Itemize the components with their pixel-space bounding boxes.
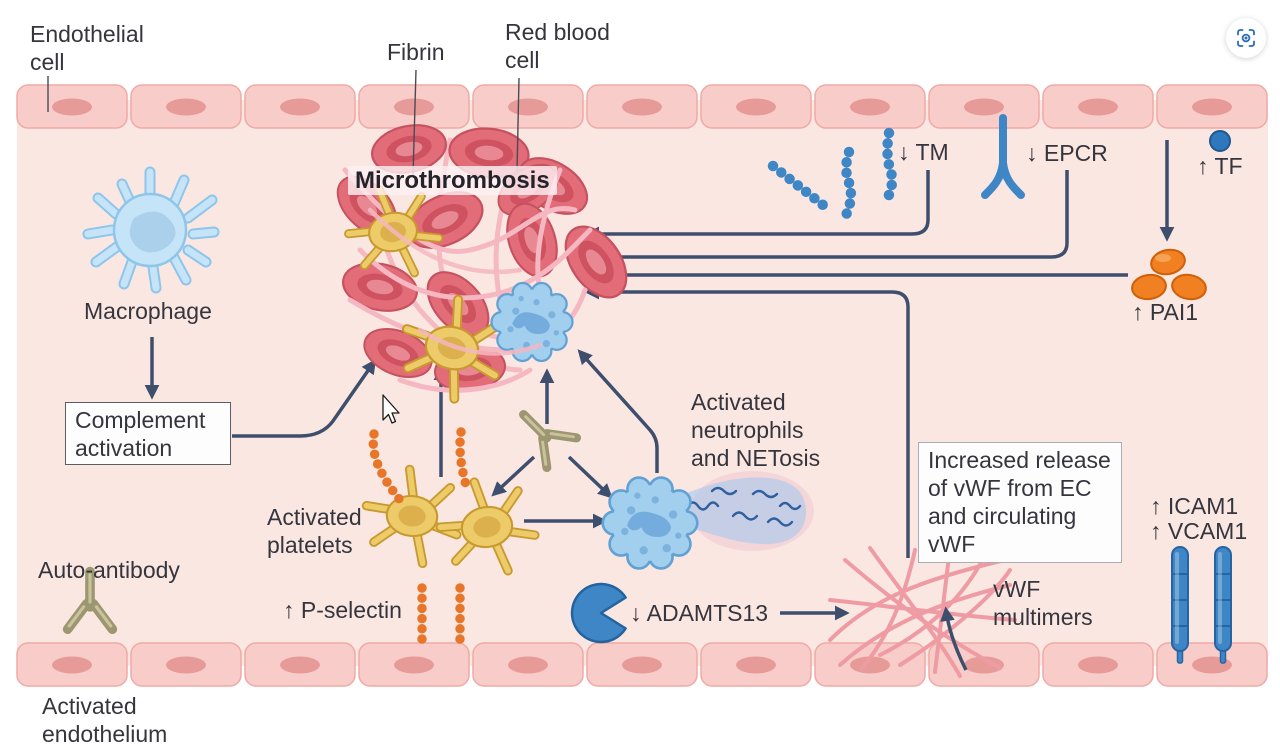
activated-platelets-illustration [362,427,539,579]
label-epcr: ↓ EPCR [1026,140,1108,166]
label-fibrin: Fibrin [387,39,445,65]
label-endothelial-cell: Endothelial cell [30,21,144,75]
epcr-receptor-icon [981,114,1025,199]
label-macrophage: Macrophage [84,298,212,324]
label-vwf-multimers: vWF multimers [993,576,1093,630]
label-icam1: ↑ ICAM1 [1150,493,1239,519]
adamts13-icon [570,582,627,644]
label-tf: ↑ TF [1197,153,1243,179]
label-pai1: ↑ PAI1 [1132,299,1199,325]
pai1-icon [1131,248,1207,301]
label-microthrombosis: Microthrombosis [348,166,557,195]
label-auto-antibody: Auto-antibody [38,557,180,583]
tissue-factor-icon [1209,130,1231,152]
pathway-arrows [144,140,1175,671]
p-selectin-icon [417,583,465,646]
zoom-screenshot-button[interactable] [1226,18,1266,58]
vwf-multimers-illustration [828,546,1017,678]
label-vcam1: ↑ VCAM1 [1150,518,1248,544]
label-activated-neutrophils: Activated neutrophils and NETosis [691,389,821,471]
label-tm: ↓ TM [898,139,949,165]
endothelium-top-row [16,84,1268,129]
vwf-release-box: Increased release of vWF from EC and cir… [918,442,1122,563]
tm-chains-icon [767,127,898,221]
neutrophil-netosis-illustration [601,471,814,570]
label-pointer-lines [47,69,520,177]
mouse-cursor [382,394,400,424]
label-adamts13: ↓ ADAMTS13 [630,600,769,626]
label-red-blood-cell: Red blood cell [505,19,610,73]
endothelium-bottom-row [16,642,1268,687]
macrophage-illustration [82,166,220,294]
label-p-selectin: ↑ P-selectin [283,597,402,623]
label-activated-platelets: Activated platelets [267,504,362,558]
screenshot-zoom-icon [1237,29,1255,47]
label-activated-endothelium: Activated endothelium [42,693,168,747]
complement-activation-box: Complement activation [65,402,231,465]
vessel-interior [17,100,1268,666]
